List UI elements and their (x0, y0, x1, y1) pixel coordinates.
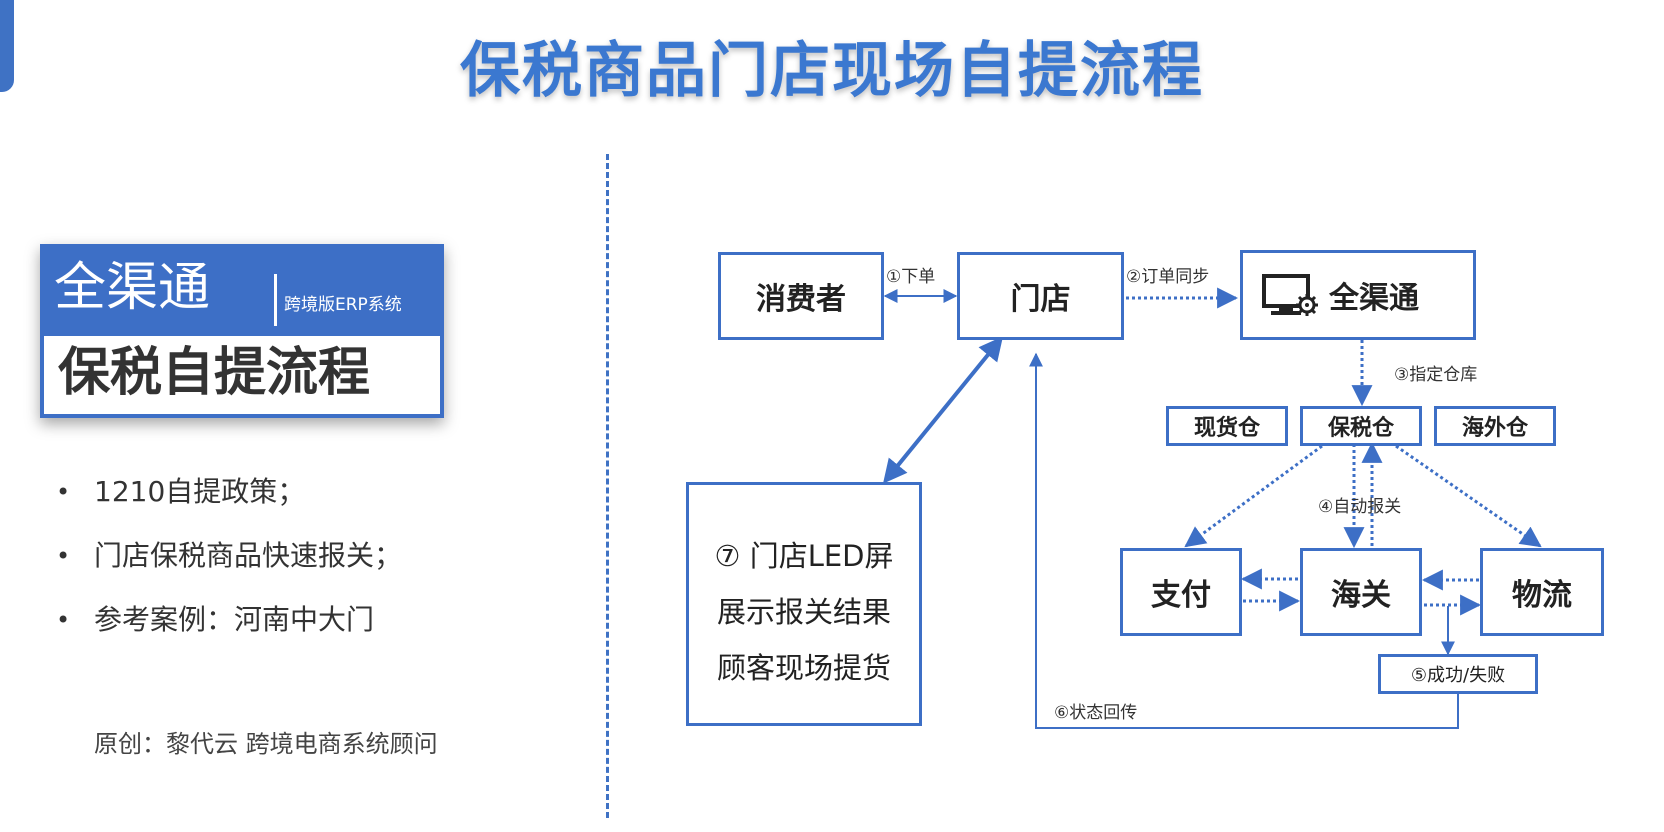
node-bonded-warehouse: 保税仓 (1300, 406, 1422, 446)
brand-badge: 全渠通 跨境版ERP系统 保税自提流程 (40, 244, 444, 418)
node-store: 门店 (957, 252, 1124, 340)
bullet-item: 参考案例：河南中大门 (56, 598, 516, 662)
badge-header: 全渠通 跨境版ERP系统 (40, 244, 444, 336)
edge-status-return (1029, 352, 1459, 729)
node-overseas-warehouse: 海外仓 (1434, 406, 1556, 446)
node-logistics: 物流 (1480, 548, 1604, 636)
badge-main-title: 保税自提流程 (58, 343, 371, 403)
corner-accent (0, 0, 14, 92)
bullet-list: 1210自提政策； 门店保税商品快速报关； 参考案例：河南中大门 (56, 470, 516, 662)
edge-bonded-payment (1184, 444, 1323, 548)
credit-text: 原创：黎代云 跨境电商系统顾问 (94, 730, 438, 758)
node-qqt-label: 全渠通 (1329, 281, 1419, 316)
label-step6: ⑥状态回传 (1054, 703, 1138, 723)
led-line-1: ⑦ 门店LED屏 (714, 539, 894, 573)
node-payment: 支付 (1120, 548, 1242, 636)
badge-subtitle: 跨境版ERP系统 (284, 295, 402, 315)
badge-separator (274, 274, 277, 326)
node-result: ⑤成功/失败 (1378, 654, 1538, 694)
led-line-3: 顾客现场提货 (716, 651, 891, 685)
node-consumer: 消费者 (718, 252, 884, 340)
node-qqt: 全渠通 (1240, 250, 1476, 340)
bullet-item: 门店保税商品快速报关； (56, 534, 516, 598)
led-line-2: 展示报关结果 (716, 595, 891, 629)
edge-bonded-logistics (1395, 444, 1542, 548)
badge-body: 保税自提流程 (40, 336, 444, 418)
label-step3: ③指定仓库 (1394, 365, 1478, 385)
monitor-gear-icon (1262, 274, 1318, 316)
label-step4: ④自动报关 (1318, 497, 1402, 517)
node-led-screen: ⑦ 门店LED屏 展示报关结果 顾客现场提货 (686, 482, 922, 726)
badge-brand: 全渠通 (54, 258, 211, 318)
node-customs: 海关 (1300, 548, 1422, 636)
node-spot-warehouse: 现货仓 (1166, 406, 1288, 446)
edge-store-led (882, 336, 1004, 484)
label-step2: ②订单同步 (1126, 267, 1210, 287)
vertical-divider (606, 154, 609, 818)
page-title: 保税商品门店现场自提流程 (460, 36, 1204, 106)
bullet-item: 1210自提政策； (56, 470, 516, 534)
label-step1: ①下单 (886, 267, 936, 287)
